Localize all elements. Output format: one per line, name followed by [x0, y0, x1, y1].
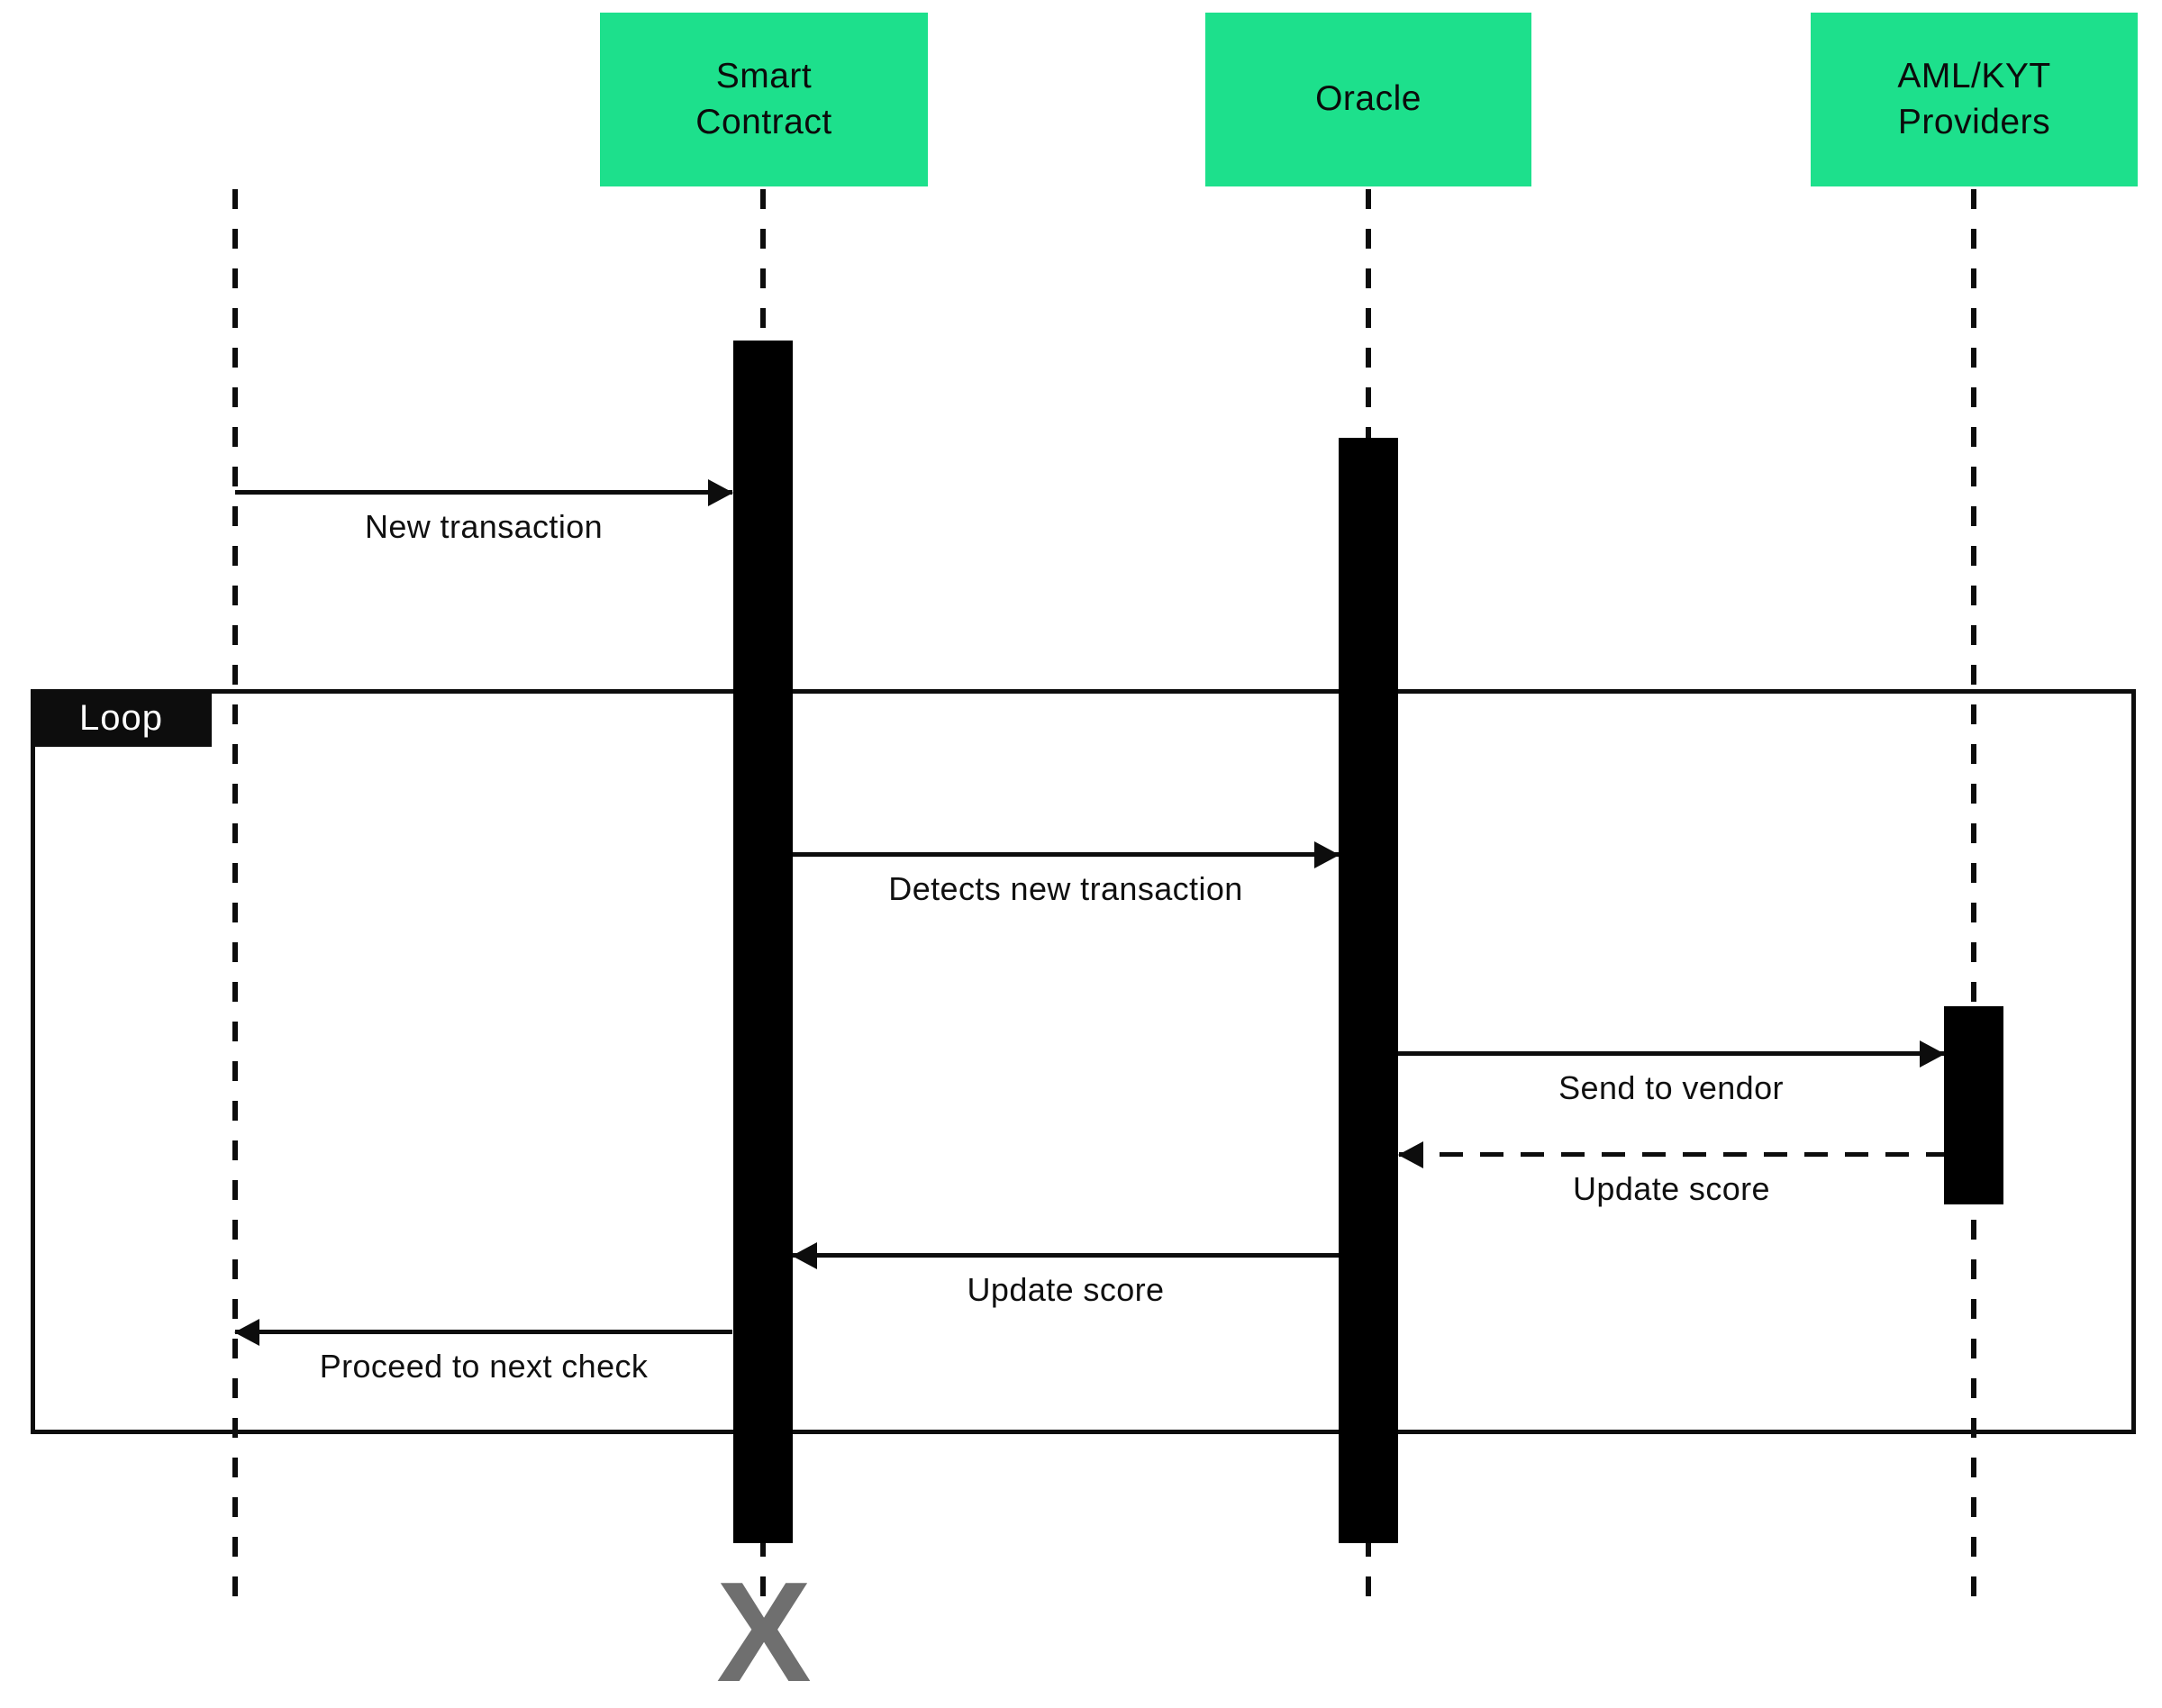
actor-aml-kyt-providers: AML/KYT Providers — [1811, 13, 2138, 186]
loop-label-badge: Loop — [31, 689, 212, 747]
destruction-marker: X — [716, 1553, 812, 1708]
arrow-head-icon — [1314, 841, 1340, 868]
arrow-head-icon — [1920, 1040, 1945, 1068]
lifeline-initiator — [232, 189, 238, 1613]
message-label: Send to vendor — [1558, 1069, 1784, 1106]
arrow-line — [235, 490, 732, 495]
actor-smart-contract: Smart Contract — [600, 13, 928, 186]
message-label: Proceed to next check — [319, 1348, 649, 1385]
actor-oracle: Oracle — [1205, 13, 1531, 186]
arrow-line — [793, 1253, 1339, 1258]
arrow-head-icon — [708, 479, 733, 506]
arrow-line — [793, 852, 1339, 857]
lifeline-aml-kyt-providers — [1971, 189, 1976, 1613]
loop-frame — [31, 689, 2136, 1434]
activation-bar-smart-contract — [733, 341, 793, 1543]
actor-label: Smart Contract — [695, 56, 832, 141]
actor-label: AML/KYT Providers — [1897, 56, 2051, 141]
activation-bar-aml-kyt-providers — [1944, 1006, 2003, 1204]
message-label: New transaction — [364, 508, 604, 545]
loop-label: Loop — [79, 697, 163, 738]
actor-label: Oracle — [1315, 79, 1422, 119]
arrow-head-icon — [1398, 1141, 1423, 1168]
arrow-head-icon — [792, 1242, 817, 1269]
message-label: Detects new transaction — [888, 870, 1243, 907]
arrow-head-icon — [234, 1319, 259, 1346]
arrow-line — [1398, 1051, 1944, 1056]
activation-bar-oracle — [1339, 438, 1398, 1543]
message-label: Update score — [1573, 1170, 1770, 1207]
message-label: Update score — [967, 1271, 1165, 1308]
arrow-line — [235, 1330, 732, 1334]
arrow-line-dashed — [1399, 1152, 1944, 1157]
